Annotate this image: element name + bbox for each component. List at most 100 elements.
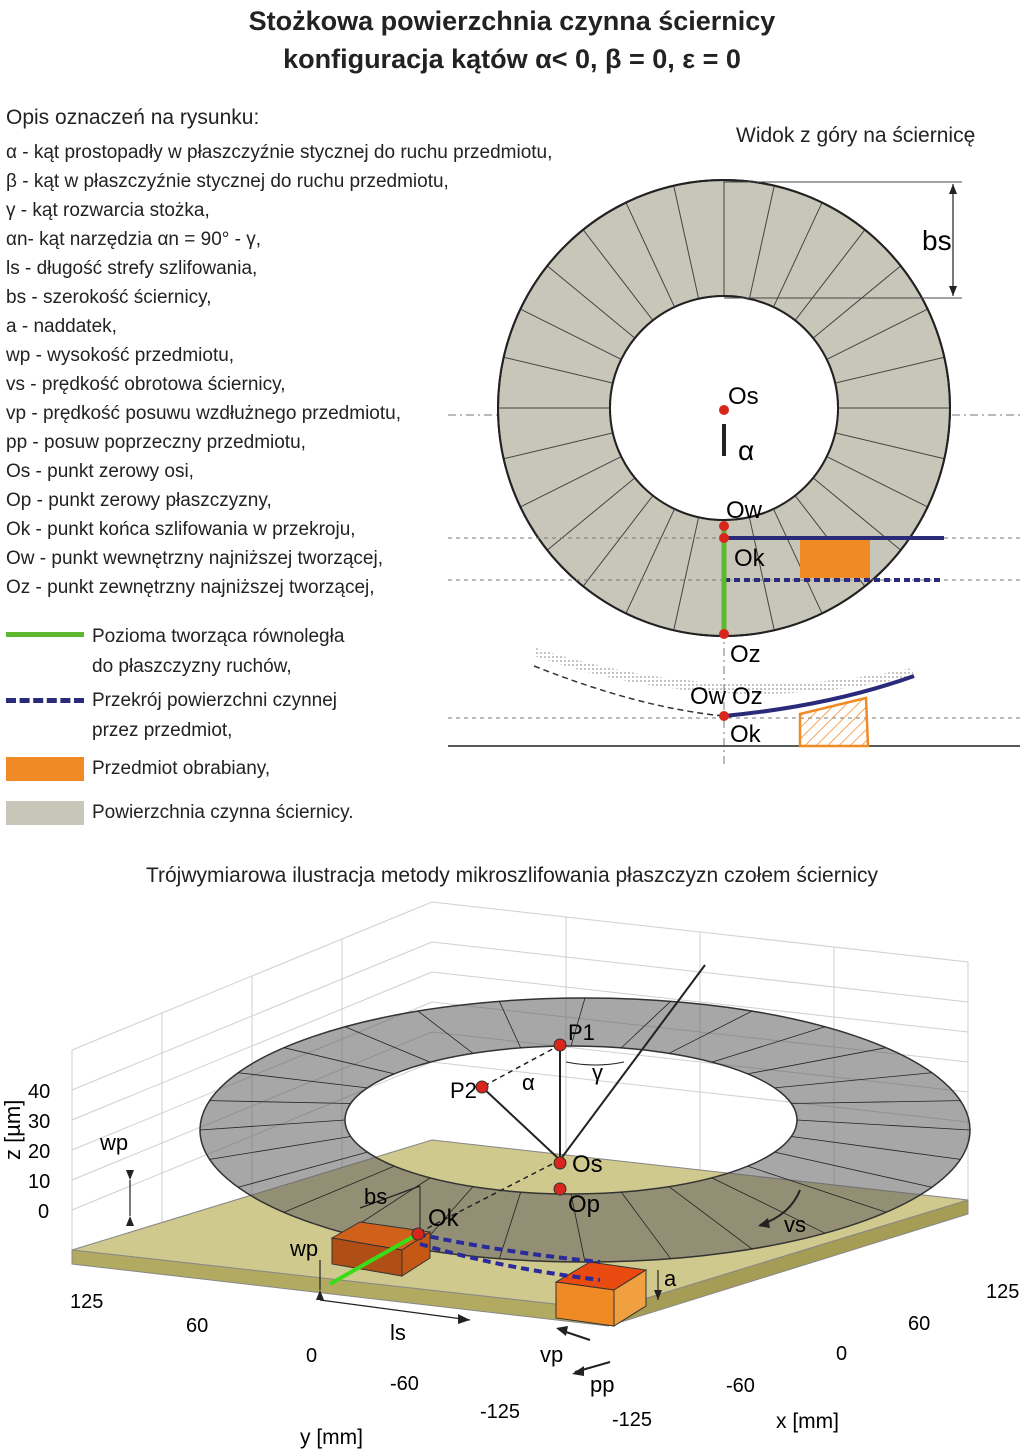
- label-os: Os: [728, 383, 759, 410]
- wheel-3d-segment-line: [344, 1026, 431, 1063]
- wheel-segments: [498, 180, 950, 636]
- legend-item: Ok - punkt końca szlifowania w przekroju…: [6, 519, 356, 540]
- wheel-3d-segment-line: [621, 1001, 671, 1049]
- legend-item: a - naddatek,: [6, 316, 117, 337]
- wheel-segment-line: [835, 356, 945, 384]
- x-tick: 125: [986, 1281, 1019, 1303]
- point-ok: [719, 533, 729, 543]
- legend-list: α - kąt prostopadły w płaszczyźnie stycz…: [6, 138, 552, 602]
- x-tick: 0: [836, 1343, 847, 1365]
- wheel-segment-line: [773, 508, 823, 614]
- wheel-3d-segment-line: [668, 1186, 753, 1250]
- wheel-3d-segment-line: [283, 1047, 395, 1075]
- label-alpha-3d: α: [522, 1070, 535, 1095]
- wheel-3d-segment-line: [668, 1010, 753, 1054]
- point-p2: [475, 1080, 489, 1094]
- z-tick: 20: [28, 1141, 50, 1163]
- wheel-segment-line: [826, 308, 928, 360]
- wheel-3d-segment-line: [417, 1010, 474, 1054]
- wheel-3d-segment-line: [774, 1151, 932, 1188]
- green-line-swatch: [6, 632, 84, 637]
- wheel-3d-segment-line: [791, 1100, 961, 1104]
- point-ow: [719, 521, 729, 531]
- label-os-3d: Os: [572, 1151, 603, 1178]
- wheel-3d-segment-line: [209, 1136, 351, 1160]
- y-tick: 125: [70, 1291, 103, 1313]
- blue-dashed-text-2: przez przedmiot,: [92, 720, 233, 741]
- wheel-3d-segment-line: [199, 1119, 346, 1131]
- legend-item: vs - prędkość obrotowa ściernicy,: [6, 374, 286, 395]
- wheel-segment-line: [826, 456, 928, 508]
- wheel-segment-line: [625, 508, 675, 614]
- bs-label: bs: [922, 225, 952, 256]
- top-view-label: Widok z góry na ściernicę: [736, 124, 976, 147]
- point-os-3d: [553, 1156, 567, 1170]
- generatrix-3d: [329, 1232, 419, 1286]
- blue-dashed-text: Przekrój powierzchni czynnej przez przed…: [92, 686, 337, 746]
- wheel-segment-line: [835, 432, 945, 460]
- label-ok-3d: Ok: [428, 1205, 460, 1232]
- legend-item: αn- kąt narzędzia αn = 90° - γ,: [6, 229, 262, 250]
- alpha-label: α: [738, 435, 754, 466]
- wheel-segment-line: [794, 229, 866, 321]
- label-op-3d: Op: [568, 1191, 600, 1218]
- wheel-segment-line: [625, 202, 675, 308]
- label-vs: vs: [784, 1212, 806, 1237]
- wheel-3d-segment-line: [283, 1165, 395, 1213]
- cone-line: [559, 964, 706, 1161]
- wheel-3d-segment-line: [238, 1151, 368, 1188]
- blue-dashed-text-1: Przekrój powierzchni czynnej: [92, 690, 337, 711]
- workpiece-top: [800, 540, 870, 578]
- legend-item: γ - kąt rozwarcia stożka,: [6, 200, 210, 221]
- label-bs-3d: bs: [364, 1184, 387, 1209]
- label-side-oz: Oz: [732, 683, 763, 710]
- label-wp: wp: [289, 1236, 318, 1261]
- x-tick: 60: [908, 1313, 930, 1335]
- wheel-3d-segment-line: [747, 1165, 887, 1213]
- wheel-segment-line: [520, 308, 622, 360]
- wheel-3d-segment-line: [774, 1072, 932, 1089]
- point-p1: [553, 1038, 567, 1052]
- wheel-3d-segment-line: [796, 1119, 971, 1131]
- wheel-segment-line: [582, 229, 654, 321]
- bs-3d-dim: [359, 1185, 421, 1209]
- label-wp-top: wp: [99, 1130, 128, 1155]
- y-axis-label: y [mm]: [300, 1426, 363, 1449]
- label-ls: ls: [390, 1320, 406, 1345]
- wheel-3d-segment-line: [711, 1026, 826, 1063]
- legend-item: bs - szerokość ściernicy,: [6, 287, 212, 308]
- label-oz: Oz: [730, 641, 761, 668]
- gray-swatch: [6, 801, 84, 825]
- wheel-3d-segment-line: [238, 1072, 368, 1089]
- wheel-3d-segment-line: [711, 1177, 826, 1234]
- wheel-segment-line: [503, 356, 613, 384]
- z-tick: 40: [28, 1081, 50, 1103]
- wheel-segment-line: [812, 265, 902, 339]
- section-3d-upper: [417, 1232, 601, 1264]
- wheel-segment-line: [773, 202, 823, 308]
- wheel-segment-line: [520, 456, 622, 508]
- bs-arrow-bottom: [949, 286, 957, 296]
- label-ow: Ow: [726, 497, 763, 524]
- side-dashed-curve: [533, 665, 725, 717]
- legend-item: wp - wysokość przedmiotu,: [6, 345, 235, 366]
- z-axis-label: z [µm]: [0, 1100, 25, 1160]
- legend-item: vp - prędkość posuwu wzdłużnego przedmio…: [6, 403, 401, 424]
- y-tick: 0: [306, 1345, 317, 1367]
- label-ok: Ok: [734, 545, 766, 572]
- label-side-ow: Ow: [690, 683, 727, 710]
- wheel-3d-segment-line: [498, 1192, 522, 1259]
- green-line-text: Pozioma tworząca równoległa do płaszczyz…: [92, 622, 344, 682]
- wheel-segment-line: [748, 185, 775, 299]
- legend-item: α - kąt prostopadły w płaszczyźnie stycz…: [6, 142, 553, 163]
- legend-item: Oz - punkt zewnętrzny najniższej tworząc…: [6, 577, 375, 598]
- legend-heading: Opis oznaczeń na rysunku:: [6, 106, 260, 129]
- z-tick: 30: [28, 1111, 50, 1133]
- point-os: [719, 405, 729, 415]
- wheel-3d-segment-line: [620, 1191, 671, 1259]
- legend-item: Ow - punkt wewnętrzny najniższej tworząc…: [6, 548, 383, 569]
- wheel-3d-segment-line: [570, 1193, 586, 1263]
- wheel-segment-line: [546, 265, 636, 339]
